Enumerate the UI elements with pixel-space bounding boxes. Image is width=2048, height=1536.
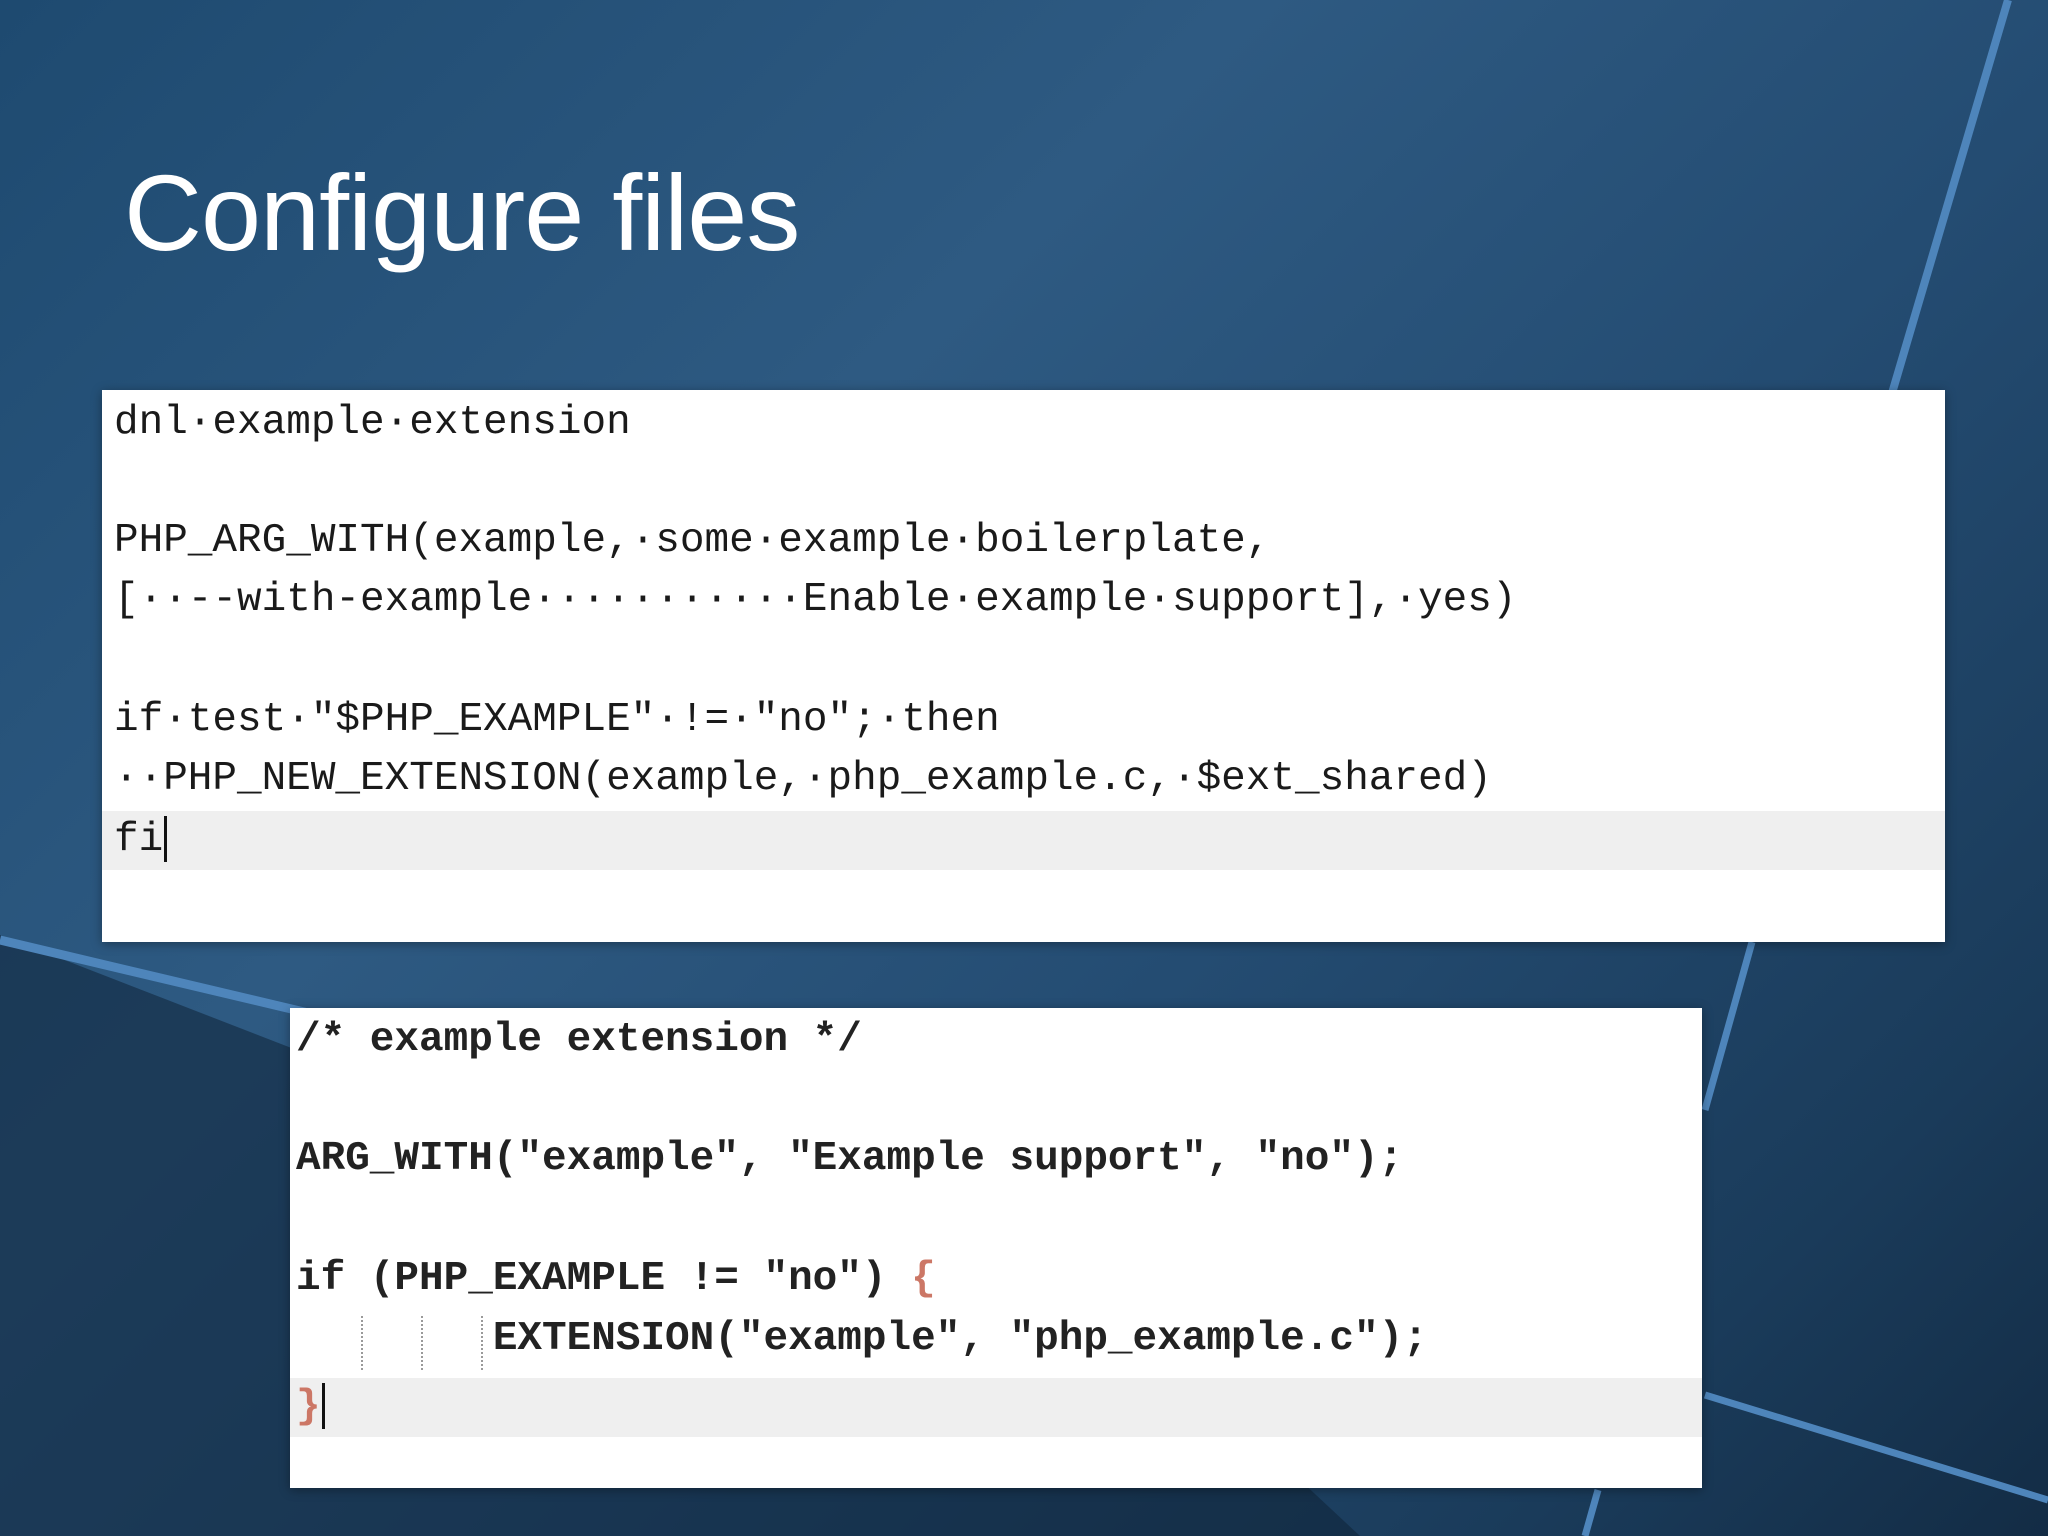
code-line: PHP_ARG_WITH(example,·some·example·boile… <box>114 518 1271 564</box>
code-line: ··PHP_NEW_EXTENSION(example,·php_example… <box>114 756 1492 802</box>
close-brace: } <box>296 1384 321 1430</box>
indent-guide <box>361 1316 363 1370</box>
code-line: ARG_WITH("example", "Example support", "… <box>296 1136 1404 1182</box>
code-line: [··--with-example···········Enable·examp… <box>114 577 1517 623</box>
code-line: dnl·example·extension <box>114 400 631 446</box>
code-line-text: fi <box>114 817 164 863</box>
code-line: if·test·"$PHP_EXAMPLE"·!=·"no";·then <box>114 697 1000 743</box>
config-w32-code-panel: /* example extension */ ARG_WITH("exampl… <box>290 1008 1702 1488</box>
code-line-with-cursor: fi <box>114 811 168 870</box>
code-line-with-cursor: } <box>296 1378 325 1437</box>
open-brace: { <box>911 1256 936 1302</box>
text-cursor <box>164 816 168 863</box>
current-line-highlight <box>102 811 1945 870</box>
current-line-highlight <box>290 1378 1702 1437</box>
code-line-with-brace: if (PHP_EXAMPLE != "no") { <box>296 1250 936 1309</box>
indent-guide <box>421 1316 423 1370</box>
indent-guide <box>481 1316 483 1370</box>
code-line: /* example extension */ <box>296 1017 862 1063</box>
slide-title: Configure files <box>124 152 800 273</box>
config-m4-code-panel: dnl·example·extension PHP_ARG_WITH(examp… <box>102 390 1945 942</box>
text-cursor <box>321 1383 325 1430</box>
code-line-text: if (PHP_EXAMPLE != "no") <box>296 1256 912 1302</box>
code-line: EXTENSION("example", "php_example.c"); <box>296 1316 1428 1362</box>
